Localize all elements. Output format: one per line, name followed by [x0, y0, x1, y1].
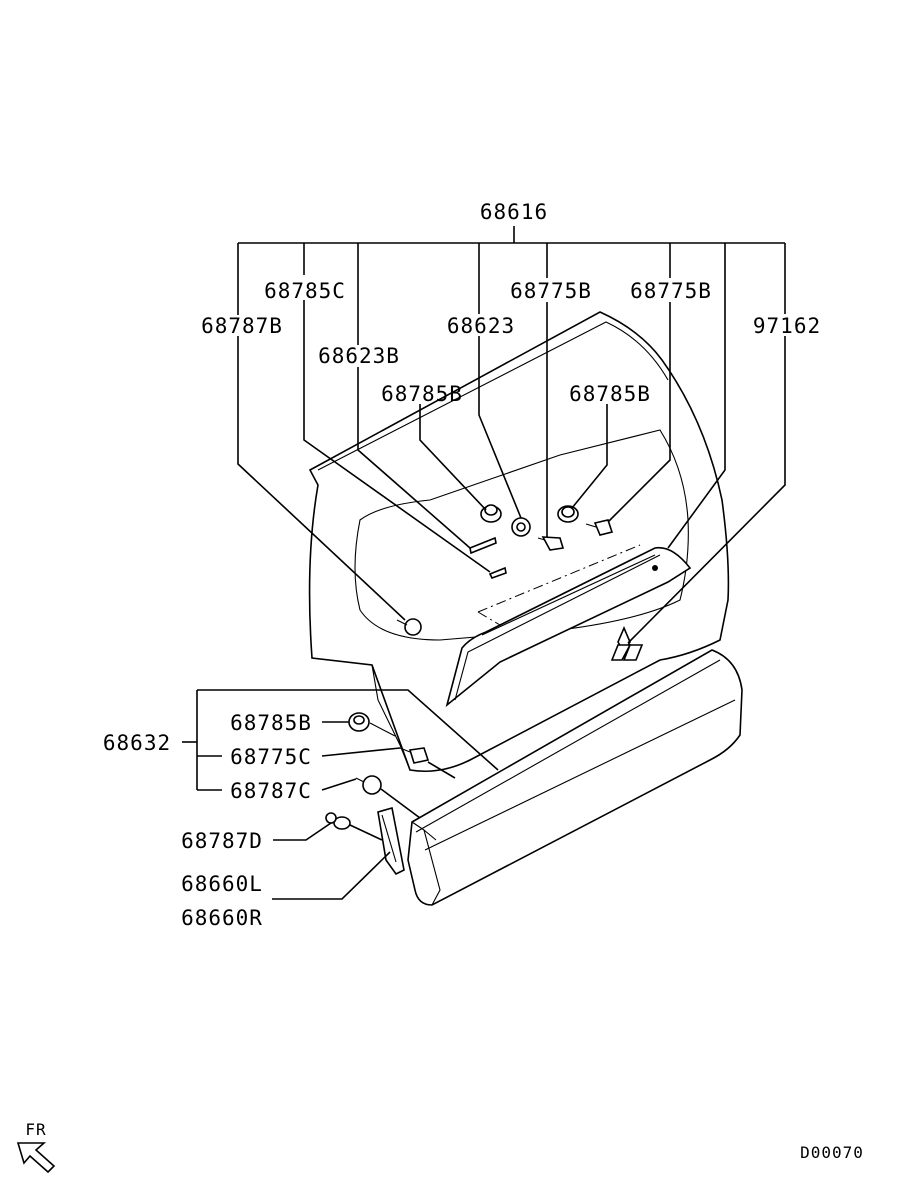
label-68660L: 68660L: [181, 872, 263, 896]
clip-68785B-low-part: [348, 712, 370, 732]
label-68775B-b: 68775B: [630, 279, 712, 303]
emblem-97162: [610, 625, 644, 661]
label-68785B-left: 68785B: [381, 382, 463, 406]
label-68785B-low: 68785B: [230, 711, 312, 735]
bracket-68660-part: [377, 806, 405, 876]
label-68623: 68623: [447, 314, 515, 338]
front-arrow-icon: [16, 1142, 56, 1174]
label-68775C: 68775C: [230, 745, 312, 769]
washer-68623-part: [511, 517, 531, 537]
label-68616: 68616: [480, 200, 548, 224]
front-direction-indicator: FR: [16, 1120, 56, 1174]
label-68785B-right: 68785B: [569, 382, 651, 406]
clip-68785C-part: [488, 566, 507, 579]
screw-68787D-part: [325, 812, 351, 830]
clip-68787C-part: [355, 775, 382, 795]
clip-68775C-part: [399, 747, 430, 764]
upper-garnish-97162: [445, 544, 692, 708]
clip-68775B-b-part: [585, 519, 614, 536]
leader-lines: [182, 226, 786, 900]
clip-68785B-right-part: [557, 505, 579, 523]
label-97162: 97162: [753, 314, 821, 338]
diagram-code: D00070: [800, 1143, 864, 1162]
label-68623B: 68623B: [318, 344, 400, 368]
callout-labels: 68616 68785C 68787B 68623B 68785B 68623 …: [103, 200, 821, 930]
label-68775B-a: 68775B: [510, 279, 592, 303]
label-68787C: 68787C: [230, 779, 312, 803]
label-68632: 68632: [103, 731, 171, 755]
label-68660R: 68660R: [181, 906, 263, 930]
direction-label: FR: [25, 1120, 46, 1139]
lower-garnish-68632: [407, 649, 743, 906]
label-68787B: 68787B: [201, 314, 283, 338]
label-68787D: 68787D: [181, 829, 263, 853]
label-68785C: 68785C: [264, 279, 346, 303]
clip-68787B-part: [396, 618, 422, 636]
clip-68775B-a-part: [537, 536, 565, 551]
seal-68623B-part: [469, 536, 497, 555]
